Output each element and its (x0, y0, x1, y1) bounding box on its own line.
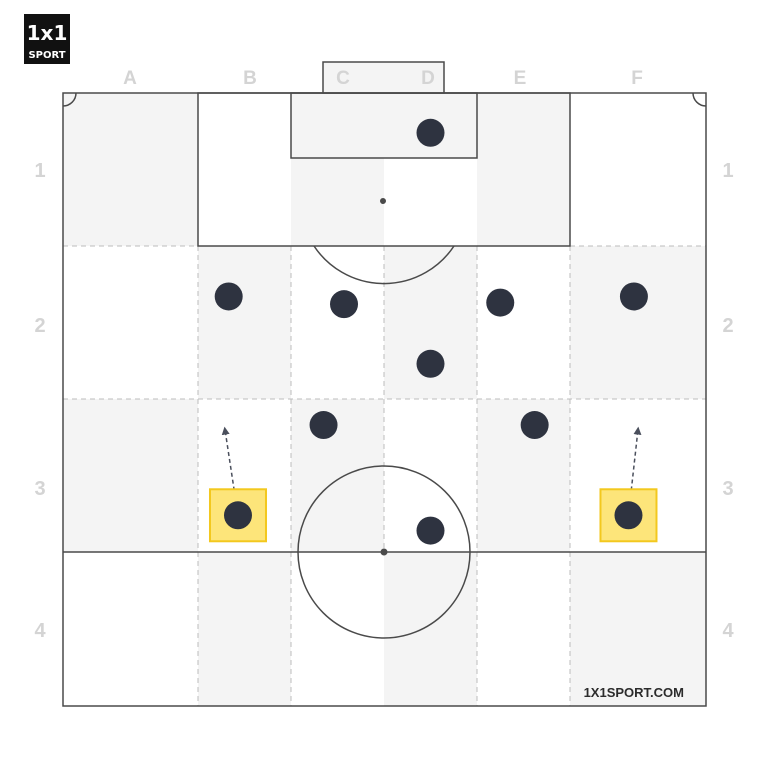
column-label: D (421, 68, 435, 89)
row-label: 2 (722, 315, 733, 337)
penalty-spot (380, 198, 386, 204)
player-right-wing (614, 501, 643, 530)
penalty-arc (313, 245, 455, 285)
center-spot (380, 548, 388, 556)
players (208, 118, 658, 545)
movement-arrows (221, 426, 642, 498)
column-label: B (243, 68, 257, 89)
player-striker (416, 516, 445, 545)
row-label: 3 (34, 478, 45, 500)
row-label: 4 (34, 620, 46, 642)
player-left-center-mid (309, 411, 338, 440)
column-label: F (631, 68, 643, 89)
watermark: 1X1SPORT.COM (584, 685, 684, 700)
row-label: 1 (34, 160, 45, 182)
player-goalkeeper (416, 118, 445, 147)
logo-badge (24, 14, 70, 64)
logo-word: SPORT (28, 50, 65, 61)
logo: 1x1 SPORT (24, 14, 70, 64)
player-right-center-back (486, 288, 515, 317)
corner-arc-left (62, 92, 77, 107)
player-right-center-mid (520, 411, 549, 440)
column-labels: A B C D E F (123, 68, 643, 89)
column-label: A (123, 68, 137, 89)
movement-arrow (221, 426, 237, 498)
goal-area (290, 92, 478, 159)
row-labels: 1 2 3 4 1 2 3 4 (34, 160, 734, 642)
row-label: 4 (722, 620, 734, 642)
player-left-wing (223, 501, 252, 530)
player-defensive-mid (416, 349, 445, 378)
center-circle (297, 465, 471, 639)
logo-mark: 1x1 (27, 21, 68, 45)
column-label: C (336, 68, 350, 89)
player-right-back (619, 282, 648, 311)
player-left-center-back (330, 290, 359, 319)
goal (322, 61, 445, 94)
corner-arc-right (692, 92, 707, 107)
row-label: 3 (722, 478, 733, 500)
column-label: E (514, 68, 527, 89)
player-left-back (214, 282, 243, 311)
movement-arrow (629, 426, 642, 498)
row-label: 2 (34, 315, 45, 337)
row-label: 1 (722, 160, 733, 182)
